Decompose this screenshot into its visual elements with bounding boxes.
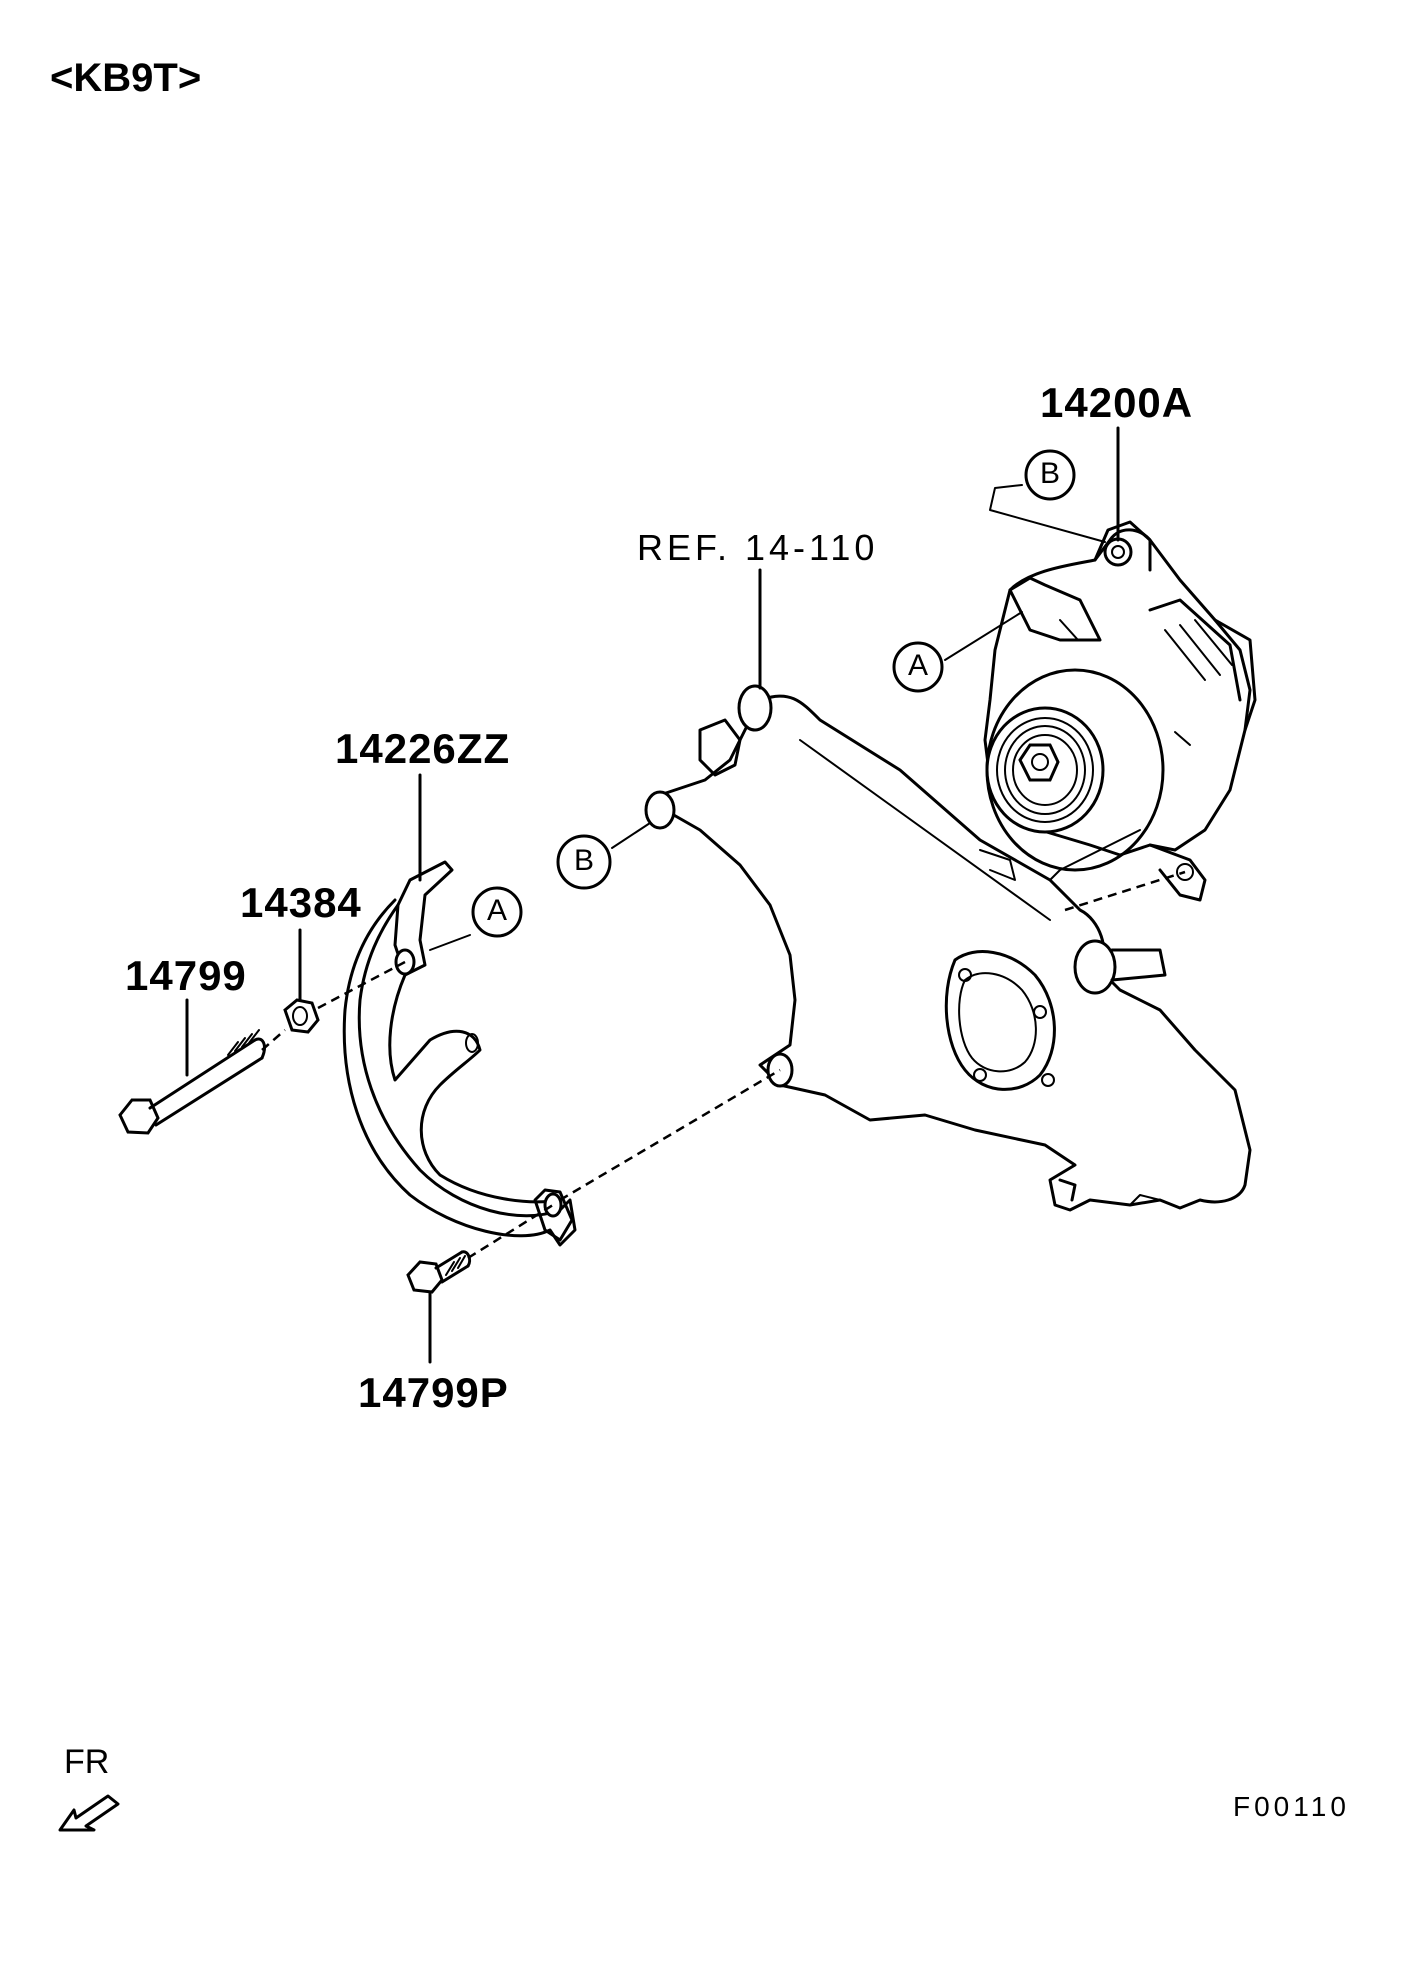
callout-14200A: 14200A	[1040, 379, 1194, 426]
long-bolt-drawing	[118, 1029, 266, 1135]
callout-14799P: 14799P	[358, 1369, 509, 1416]
connector-b-case: B	[573, 844, 594, 877]
callout-14226ZZ: 14226ZZ	[335, 725, 511, 772]
variant-header: <KB9T>	[50, 56, 202, 100]
connector-a-bracket: A	[486, 894, 507, 927]
connector-a-alternator: A	[907, 649, 928, 682]
leader-lines	[185, 426, 1120, 1364]
connector-b-alternator: B	[1039, 457, 1060, 490]
callout-14799: 14799	[125, 952, 247, 999]
front-arrow-icon	[58, 1794, 120, 1832]
connector-circles	[471, 449, 1076, 938]
timing-case-drawing	[644, 684, 1252, 1212]
callout-ref-14-110: REF. 14-110	[637, 527, 879, 568]
assembly-lines	[261, 870, 1186, 1260]
nut-drawing	[283, 998, 320, 1034]
alternator-drawing	[983, 520, 1257, 902]
bracket-drawing	[342, 860, 577, 1247]
short-bolt-drawing	[406, 1250, 472, 1294]
callout-14384: 14384	[240, 879, 362, 926]
figure-code: F00110	[1233, 1791, 1350, 1822]
front-direction-label: FR	[64, 1743, 110, 1781]
